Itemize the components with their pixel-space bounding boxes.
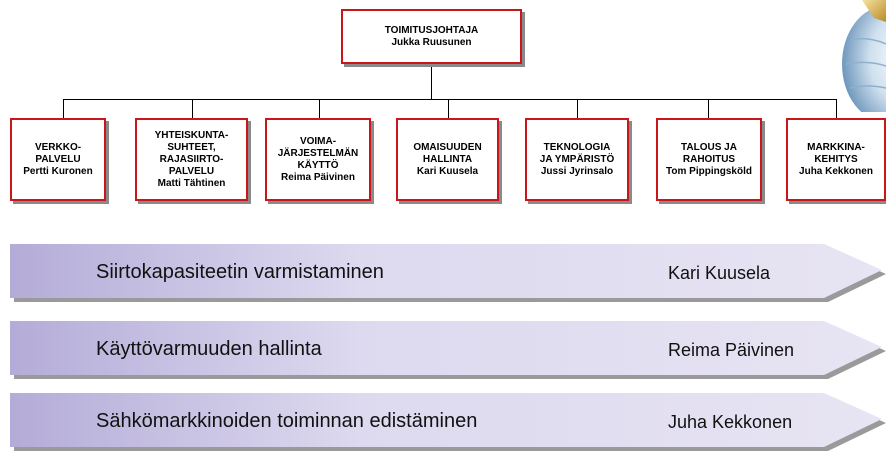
dept-head-name: Matti Tähtinen [157, 177, 226, 189]
initiative-label: Siirtokapasiteetin varmistaminen [96, 261, 384, 283]
dept-head-name: Tom Pippingsköld [666, 165, 752, 177]
ceo-box: TOIMITUSJOHTAJA Jukka Ruusunen [341, 9, 522, 64]
dept-head-name: Reima Päivinen [281, 171, 355, 183]
initiative-arrow: Siirtokapasiteetin varmistaminen Kari Ku… [10, 244, 886, 302]
initiative-label: Sähkömarkkinoiden toiminnan edistäminen [96, 410, 478, 432]
dept-title: TALOUS JA RAHOITUS [681, 141, 737, 165]
dept-box-markkinakehitys: MARKKINA- KEHITYS Juha Kekkonen [786, 118, 886, 201]
dept-head-name: Kari Kuusela [416, 165, 479, 177]
initiative-label: Käyttövarmuuden hallinta [96, 338, 322, 360]
dept-title: TEKNOLOGIA JA YMPÄRISTÖ [539, 141, 615, 165]
ceo-title: TOIMITUSJOHTAJA [384, 24, 479, 36]
dept-head-name: Jussi Jyrinsalo [540, 165, 614, 177]
dept-box-talous-ja-rahoitus: TALOUS JA RAHOITUS Tom Pippingsköld [656, 118, 762, 201]
dept-connector-line [836, 99, 837, 118]
horizontal-connector-line [63, 99, 837, 100]
initiative-owner: Kari Kuusela [668, 263, 771, 283]
dept-connector-line [448, 99, 449, 118]
decorative-globe-graphic [822, 0, 886, 112]
dept-box-voimajarjestelman-kaytto: VOIMA- JÄRJESTELMÄN KÄYTTÖ Reima Päivine… [265, 118, 371, 201]
initiative-arrow: Sähkömarkkinoiden toiminnan edistäminen … [10, 393, 886, 451]
initiative-owner: Juha Kekkonen [668, 412, 793, 432]
dept-box-teknologia-ja-ymparisto: TEKNOLOGIA JA YMPÄRISTÖ Jussi Jyrinsalo [525, 118, 629, 201]
dept-head-name: Pertti Kuronen [23, 165, 93, 177]
dept-title: YHTEISKUNTA- SUHTEET, RAJASIIRTO- PALVEL… [154, 129, 229, 177]
dept-box-verkkopalvelu: VERKKO- PALVELU Pertti Kuronen [10, 118, 106, 201]
dept-box-yhteiskuntasuhteet: YHTEISKUNTA- SUHTEET, RAJASIIRTO- PALVEL… [135, 118, 248, 201]
dept-box-omaisuuden-hallinta: OMAISUUDEN HALLINTA Kari Kuusela [396, 118, 499, 201]
initiative-owner: Reima Päivinen [668, 340, 795, 360]
dept-connector-line [192, 99, 193, 118]
dept-head-name: Juha Kekkonen [799, 165, 873, 177]
dept-connector-line [708, 99, 709, 118]
dept-title: MARKKINA- KEHITYS [807, 141, 865, 165]
dept-connector-line [577, 99, 578, 118]
ceo-name: Jukka Ruusunen [391, 36, 472, 48]
ceo-connector-line [431, 64, 432, 99]
dept-connector-line [63, 99, 64, 118]
dept-title: VERKKO- PALVELU [34, 141, 82, 165]
dept-title: VOIMA- JÄRJESTELMÄN KÄYTTÖ [277, 135, 359, 171]
dept-title: OMAISUUDEN HALLINTA [413, 141, 482, 165]
dept-connector-line [319, 99, 320, 118]
initiative-arrow: Käyttövarmuuden hallinta Reima Päivinen [10, 321, 886, 379]
